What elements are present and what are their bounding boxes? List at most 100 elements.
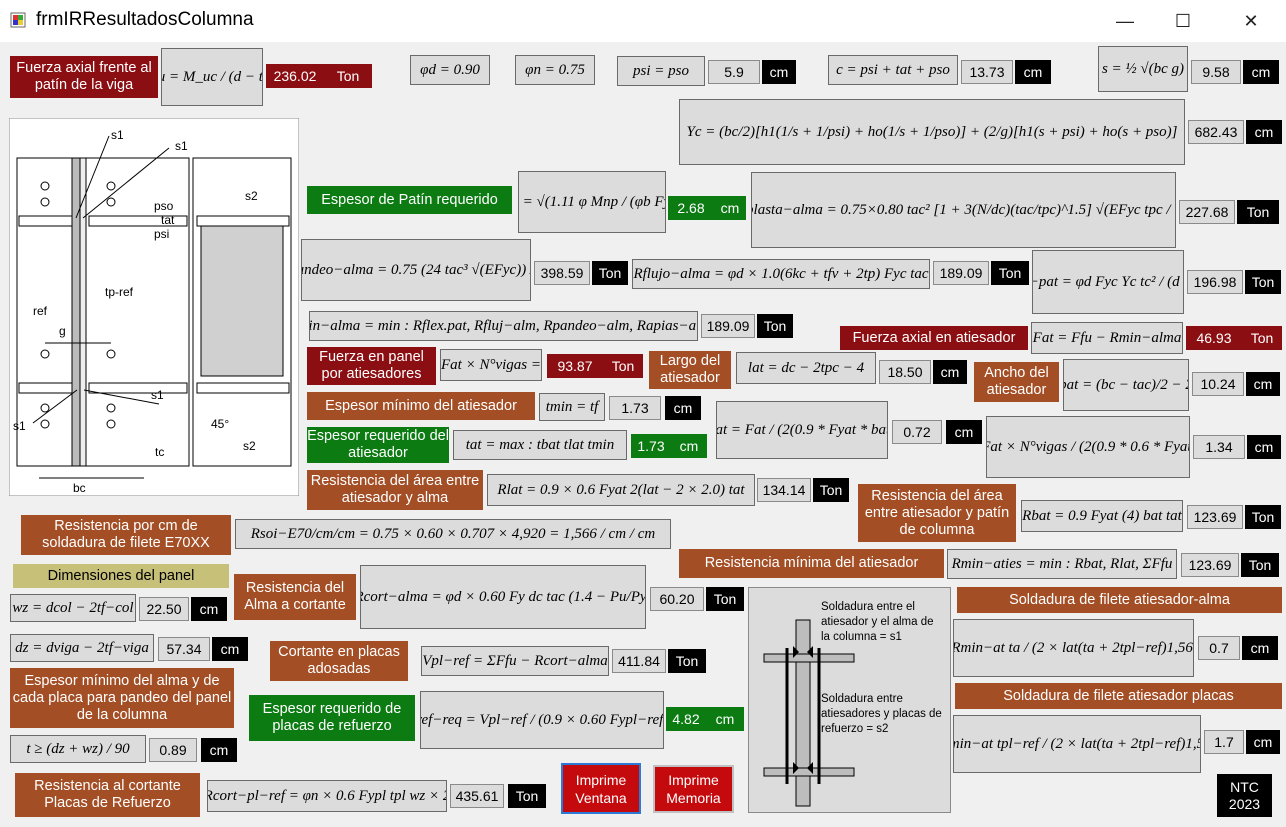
unit-d-z: cm xyxy=(212,637,248,661)
imprime-ventana-button[interactable]: Imprime Ventana xyxy=(561,763,641,814)
value-t-at: 1.73 xyxy=(631,434,671,458)
diagram-label-angle: 45° xyxy=(211,417,229,431)
value-r-aplasta: 227.68 xyxy=(1179,200,1235,224)
diagram-label-s1-low: s1 xyxy=(151,388,164,402)
label-espesor-min-alma: Espesor mínimo del alma y de cada placa … xyxy=(10,668,234,728)
minimize-button[interactable]: — xyxy=(1102,0,1148,42)
formula-r-flex: Rflex−pat = φd Fyc Yc tc² / (d − tfb) xyxy=(1032,250,1184,314)
value-f-at: 46.93 xyxy=(1186,326,1242,350)
value-r-min-aties: 123.69 xyxy=(1181,553,1239,577)
formula-w-z: wz = dcol − 2tf−col xyxy=(10,594,136,622)
unit-v-pl-ref: Ton xyxy=(668,649,706,673)
unit-t-min: cm xyxy=(665,396,701,420)
unit-w-z: cm xyxy=(191,597,227,621)
diagram-label-s1-top: s1 xyxy=(111,128,124,142)
value-f-at-n: 93.87 xyxy=(547,354,603,378)
value-r-lat: 134.14 xyxy=(757,478,811,502)
value-r-flex: 196.98 xyxy=(1187,270,1243,294)
formula-f-at-n: Fat × N°vigas = xyxy=(440,349,542,381)
value-r-min-alma: 189.09 xyxy=(701,314,755,338)
diagram-label-s1-mid: s1 xyxy=(175,139,188,153)
label-espesor-req-atiesador: Espesor requerido del atiesador xyxy=(307,427,449,463)
formula-f-fu: F_fu = M_uc / (d − t_fb) xyxy=(161,48,263,106)
label-espesor-req-placas: Espesor requerido de placas de refuerzo xyxy=(249,695,415,741)
unit-p-si: cm xyxy=(762,60,796,84)
label-cortante-placas: Cortante en placas adosadas xyxy=(270,641,408,681)
formula-s1: s1 = Rmin−at ta / (2 × lat(ta + 2tpl−ref… xyxy=(953,619,1194,677)
value-p-si: 5.9 xyxy=(708,60,760,84)
unit-f-fu: Ton xyxy=(324,64,372,88)
weld-note-s2: Soldadura entre atiesadores y placas de … xyxy=(821,693,942,735)
formula-t-lat: tlat = Fat × N°vigas / (2(0.9 * 0.6 * Fy… xyxy=(986,416,1190,478)
formula-b-at: bat = (bc − tac)/2 − 2 xyxy=(1063,359,1189,411)
label-ancho-atiesador: Ancho del atiesador xyxy=(974,362,1059,402)
diagram-label-ref: ref xyxy=(33,304,48,318)
diagram-label-tat: tat xyxy=(161,213,175,227)
window-titlebar: frmIRResultadosColumna — ☐ ✕ xyxy=(0,0,1286,42)
formula-t-c-req: tc−req = √(1.11 φ Mnp / (φb Fyc Yc)) xyxy=(518,171,666,233)
formula-r-cort-pl-ref: Rcort−pl−ref = φn × 0.6 Fypl tpl wz × 2 xyxy=(207,780,447,812)
diagram-label-pso: pso xyxy=(154,199,174,213)
diagram-label-psi: psi xyxy=(154,227,169,241)
formula-r-pandeo: Rpandeo−alma = 0.75 (24 tac³ √(EFyc)) / … xyxy=(301,239,531,301)
diagram-label-s1-bottom: s1 xyxy=(13,419,26,433)
formula-r-min-alma: Rmin−alma = min : Rflex.pat, Rfluj−alm, … xyxy=(309,311,698,341)
unit-r-aplasta: Ton xyxy=(1237,200,1279,224)
formula-t-ge: t ≥ (dz + wz) / 90 xyxy=(10,735,146,763)
unit-t-at: cm xyxy=(671,434,707,458)
value-s: 9.58 xyxy=(1191,60,1241,84)
value-r-flujo: 189.09 xyxy=(933,261,989,285)
weld-diagram-drawing xyxy=(763,619,855,807)
unit-r-flujo: Ton xyxy=(991,261,1029,285)
value-b-at: 10.24 xyxy=(1192,372,1244,396)
diagram-label-s2-top: s2 xyxy=(245,189,258,203)
unit-y-c: cm xyxy=(1246,120,1282,144)
value-y-c: 682.43 xyxy=(1188,120,1244,144)
label-soldadura-placas: Soldadura de filete atiesador placas xyxy=(955,683,1282,709)
label-fuerza-panel: Fuerza en panel por atiesadores xyxy=(307,347,436,385)
close-icon: ✕ xyxy=(1243,10,1259,31)
value-r-cort-pl-ref: 435.61 xyxy=(450,784,504,808)
unit-t-ge: cm xyxy=(201,738,237,762)
label-fuerza-axial: Fuerza axial frente al patín de la viga xyxy=(10,56,158,98)
unit-t-bat: cm xyxy=(946,420,982,444)
value-t-ge: 0.89 xyxy=(149,738,197,762)
formula-t-at: tat = max : tbat tlat tmin xyxy=(453,430,627,460)
value-v-pl-ref: 411.84 xyxy=(612,649,666,673)
formula-f-at: Fat = Ffu − Rmin−alma xyxy=(1031,322,1183,354)
unit-r-cort-alma: Ton xyxy=(706,587,744,611)
formula-r-soi: Rsoi−E70/cm/cm = 0.75 × 0.60 × 0.707 × 4… xyxy=(235,519,671,549)
label-resistencia-cortante-placas: Resistencia al cortante Placas de Refuer… xyxy=(15,773,200,817)
unit-r-flex: Ton xyxy=(1245,270,1281,294)
value-t-min: 1.73 xyxy=(609,396,661,420)
value-r-bat: 123.69 xyxy=(1187,505,1243,529)
label-soldadura-alma: Soldadura de filete atiesador-alma xyxy=(957,587,1282,613)
unit-t-lat: cm xyxy=(1247,435,1281,459)
imprime-memoria-button[interactable]: Imprime Memoria xyxy=(653,765,734,813)
label-fuerza-atiesador: Fuerza axial en atiesador xyxy=(840,326,1028,350)
ntc-badge: NTC 2023 xyxy=(1217,774,1272,817)
formula-r-aplasta: Raplasta−alma = 0.75×0.80 tac² [1 + 3(N/… xyxy=(751,172,1176,248)
unit-f-at: Ton xyxy=(1242,326,1282,350)
formula-s2: s2 = Rmin−at tpl−ref / (2 × lat(ta + 2tp… xyxy=(953,715,1201,773)
column-section-diagram: s1 s1 s2 pso tat psi tp-ref ref g s1 s1 … xyxy=(9,118,299,496)
diagram-label-bc: bc xyxy=(73,481,86,495)
formula-t-pl-ref-req: tpl−ref−req = Vpl−ref / (0.9 × 0.60 Fypl… xyxy=(420,691,664,749)
unit-s1: cm xyxy=(1242,636,1278,660)
value-d-z: 57.34 xyxy=(158,637,210,661)
value-l-at: 18.50 xyxy=(879,360,931,384)
close-button[interactable]: ✕ xyxy=(1228,0,1274,42)
unit-r-cort-pl-ref: Ton xyxy=(508,784,546,808)
unit-s: cm xyxy=(1243,60,1279,84)
label-espesor-patin: Espesor de Patín requerido xyxy=(307,186,512,214)
value-s2: 1.7 xyxy=(1204,730,1244,754)
unit-r-min-alma: Ton xyxy=(757,314,793,338)
weld-diagram: Soldadura entre el atiesador y el alma d… xyxy=(748,587,951,813)
unit-s2: cm xyxy=(1246,730,1280,754)
formula-t-min: tmin = tf xyxy=(539,393,605,421)
value-r-cort-alma: 60.20 xyxy=(650,587,704,611)
value-t-bat: 0.72 xyxy=(892,420,942,444)
maximize-button[interactable]: ☐ xyxy=(1160,0,1206,42)
window-title: frmIRResultadosColumna xyxy=(36,9,254,30)
formula-r-cort-alma: Rcort−alma = φd × 0.60 Fy dc tac (1.4 − … xyxy=(360,565,646,629)
